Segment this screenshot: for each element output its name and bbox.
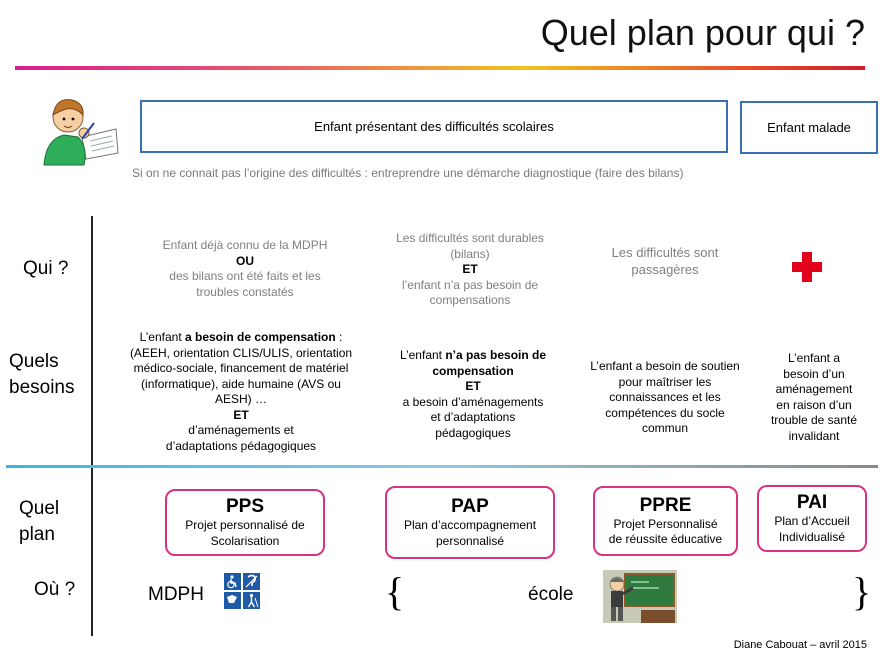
- besoins-c1-line2: (AEEH, orientation CLIS/ULIS, orientatio…: [129, 345, 353, 360]
- besoins-c2-line4: et d’adaptations: [430, 410, 516, 424]
- red-cross-icon: [791, 251, 823, 283]
- besoins-c2-et: ET: [465, 379, 481, 393]
- besoins-c3-line4: compétences du socle: [605, 405, 725, 420]
- besoins-c2-bold1: n’a pas besoin de: [445, 348, 547, 362]
- qui-cell-2: Les difficultés sont durables (bilans) E…: [370, 231, 570, 309]
- besoins-c1-bold: a besoin de compensation: [185, 330, 336, 344]
- besoins-c1-line3: médico-sociale, financement de matériel: [133, 361, 349, 375]
- row-label-plan-line2: plan: [19, 524, 55, 545]
- besoins-c1-line5: AESH) …: [214, 392, 267, 406]
- plan-pap-acronym: PAP: [451, 496, 489, 517]
- besoins-c1-post: :: [335, 330, 343, 344]
- qui-c1-line1: Enfant déjà connu de la MDPH: [162, 238, 328, 252]
- row-label-divider: [91, 216, 93, 636]
- title-underline: [15, 66, 865, 70]
- besoins-c4-line2: besoin d’un: [783, 366, 845, 381]
- plan-pps-line2: Scolarisation: [210, 533, 280, 548]
- qui-cell-3: Les difficultés sont passagères: [585, 244, 745, 278]
- besoins-cell-2: L’enfant n’a pas besoin de compensation …: [378, 348, 568, 441]
- box-enfant-difficultes: Enfant présentant des difficultés scolai…: [140, 100, 728, 153]
- plan-pai-acronym: PAI: [796, 492, 828, 513]
- plan-pps-acronym: PPS: [225, 496, 265, 517]
- row-label-plan: Quel plan: [19, 496, 59, 548]
- qui-c3-line2: passagères: [631, 262, 699, 277]
- diagnostic-note: Si on ne connait pas l’origine des diffi…: [132, 166, 684, 180]
- row-label-qui: Qui ?: [23, 258, 69, 279]
- plan-ppre-acronym: PPRE: [639, 494, 692, 516]
- qui-cell-1: Enfant déjà connu de la MDPH OU des bila…: [130, 238, 360, 300]
- besoins-cell-1: L’enfant a besoin de compensation : (AEE…: [125, 330, 357, 454]
- author-credit: Diane Cabouat – avril 2015: [733, 639, 867, 651]
- ou-ecole: école: [528, 584, 574, 605]
- plan-ppre: PPRE Projet Personnalisé de réussite édu…: [593, 486, 738, 556]
- plan-pai: PAI Plan d’Accueil Individualisé: [757, 485, 867, 552]
- besoins-c1-line4: (informatique), aide humaine (AVS ou: [141, 376, 341, 391]
- child-writing-icon: [38, 95, 120, 167]
- plan-pap: PAP Plan d’accompagnement personnalisé: [385, 486, 555, 559]
- plan-pai-line2: Individualisé: [778, 529, 846, 544]
- besoins-cell-4: L’enfant a besoin d’un aménagement en ra…: [755, 351, 873, 444]
- qui-c2-line2: (bilans): [450, 246, 490, 261]
- qui-c2-line3: l’enfant n’a pas besoin de: [401, 277, 539, 292]
- besoins-c1-pre: L’enfant: [139, 330, 185, 344]
- besoins-c2-pre: L’enfant: [399, 348, 446, 362]
- qui-c1-line3: troubles constatés: [196, 284, 294, 299]
- besoins-c4-line5: trouble de santé: [770, 413, 858, 427]
- besoins-c1-line7: d’adaptations pédagogiques: [165, 438, 317, 453]
- plan-pai-line1: Plan d’Accueil: [774, 514, 850, 528]
- besoins-c4-line6: invalidant: [788, 428, 840, 443]
- teacher-blackboard-icon: [603, 570, 677, 623]
- row-label-besoins-line2: besoins: [9, 377, 75, 398]
- row-label-ou: Où ?: [34, 579, 76, 600]
- brace-open: {: [385, 569, 405, 614]
- qui-c1-line2: des bilans ont été faits et les: [169, 269, 321, 283]
- besoins-c3-line5: commun: [641, 421, 688, 435]
- brace-close: }: [852, 569, 872, 614]
- box-enfant-difficultes-label: Enfant présentant des difficultés scolai…: [314, 119, 554, 134]
- row-label-plan-line1: Quel: [19, 498, 60, 519]
- besoins-c2-line5: pédagogiques: [435, 425, 511, 440]
- qui-c2-et: ET: [462, 262, 478, 276]
- besoins-c1-line1: L’enfant a besoin de compensation :: [125, 330, 357, 346]
- besoins-c2-line3: a besoin d’aménagements: [402, 394, 544, 409]
- page-title: Quel plan pour qui ?: [540, 12, 865, 53]
- besoins-c2-line1: L’enfant n’a pas besoin de: [378, 348, 568, 364]
- section-divider: [6, 465, 878, 468]
- qui-c2-line4: compensations: [429, 293, 511, 307]
- besoins-c4-line1: L’enfant a: [787, 351, 841, 365]
- besoins-cell-3: L’enfant a besoin de soutien pour maîtri…: [580, 359, 750, 437]
- ou-mdph: MDPH: [148, 584, 204, 605]
- row-label-besoins: Quels besoins: [9, 349, 75, 401]
- besoins-c3-line2: pour maîtriser les: [618, 374, 712, 389]
- plan-pap-line2: personnalisé: [435, 533, 505, 548]
- besoins-c3-line1: L’enfant a besoin de soutien: [590, 359, 740, 373]
- plan-ppre-line1: Projet Personnalisé: [613, 516, 718, 531]
- qui-c2-line1: Les difficultés sont durables: [396, 231, 544, 245]
- plan-ppre-line2: de réussite éducative: [608, 532, 723, 546]
- qui-c1-ou: OU: [236, 253, 254, 268]
- besoins-c1-et: ET: [233, 407, 249, 422]
- box-enfant-malade: Enfant malade: [740, 101, 878, 154]
- accessibility-icons: [224, 573, 260, 609]
- row-label-besoins-line1: Quels: [9, 351, 59, 372]
- besoins-c3-line3: connaissances et les: [609, 390, 721, 404]
- plan-pps-line1: Projet personnalisé de: [185, 518, 305, 532]
- plan-pap-line1: Plan d’accompagnement: [403, 518, 537, 532]
- plan-pps: PPS Projet personnalisé de Scolarisation: [165, 489, 325, 556]
- besoins-c1-line6: d’aménagements et: [188, 423, 294, 437]
- besoins-c2-bold2: compensation: [432, 363, 514, 378]
- qui-c3-line1: Les difficultés sont: [611, 245, 719, 260]
- box-enfant-malade-label: Enfant malade: [767, 120, 851, 135]
- besoins-c4-line4: en raison d’un: [776, 397, 852, 412]
- besoins-c4-line3: aménagement: [775, 382, 853, 396]
